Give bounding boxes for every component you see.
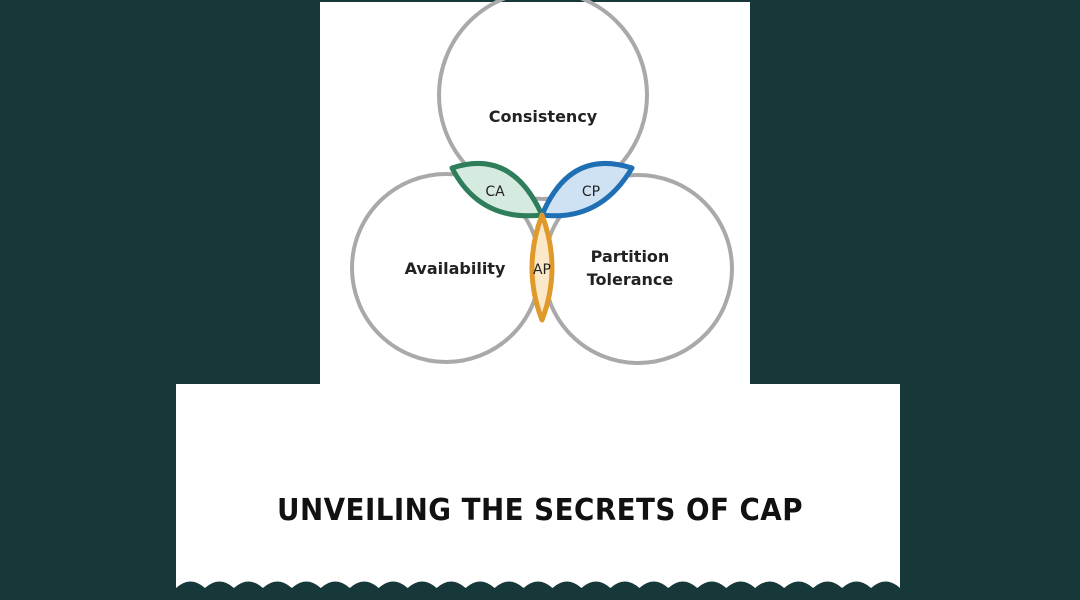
venn-diagram: Consistency Availability Partition Toler… [350, 0, 734, 365]
consistency-circle [437, 0, 649, 201]
page-title: UNVEILING THE SECRETS OF CAP [277, 493, 803, 528]
consistency-label: Consistency [489, 107, 598, 126]
availability-label: Availability [405, 259, 506, 278]
partition-label-line1: Partition [591, 247, 670, 266]
partition-label-line2: Tolerance [587, 270, 674, 289]
ca-label: CA [485, 184, 505, 200]
diagram-panel [320, 2, 750, 386]
ap-region [529, 212, 555, 323]
cp-label: CP [582, 184, 600, 200]
title-banner [176, 384, 900, 588]
ap-label: AP [533, 262, 551, 278]
